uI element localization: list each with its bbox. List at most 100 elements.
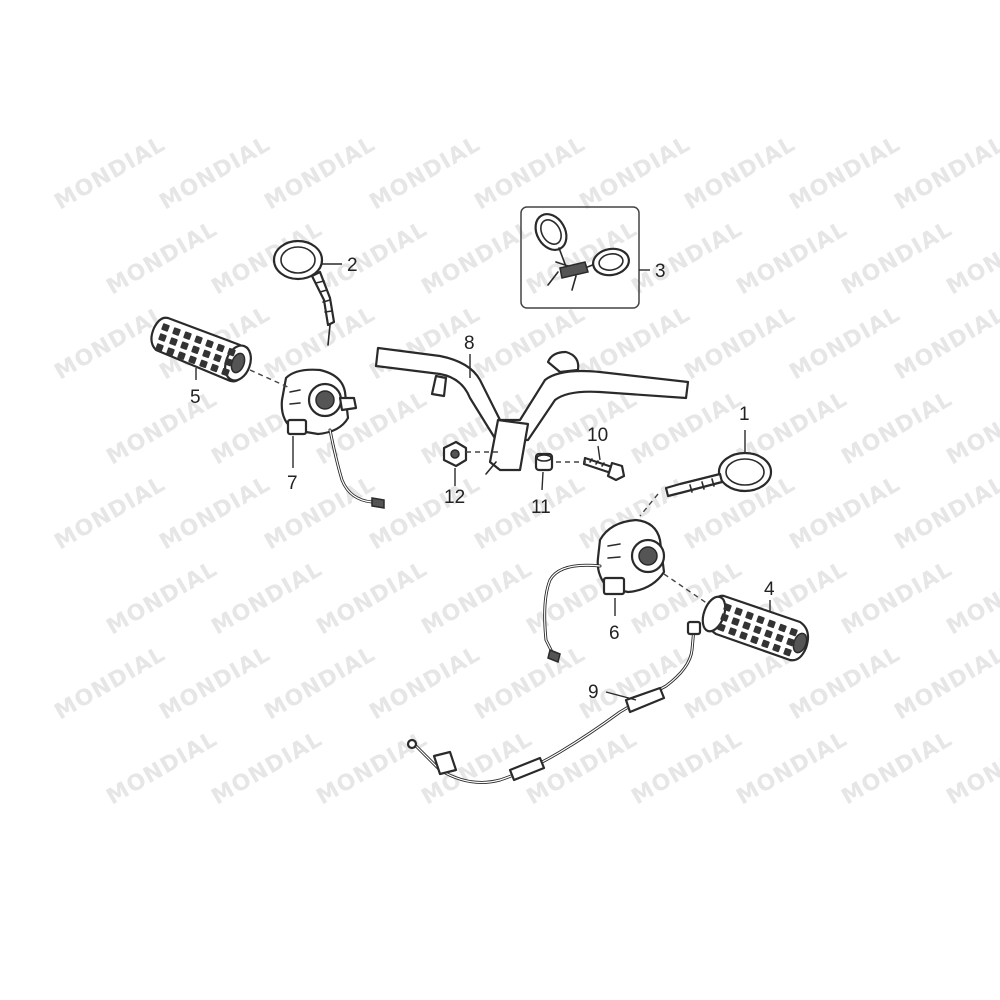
- part-right-switch: [543, 518, 666, 664]
- part-bolt: [582, 456, 626, 482]
- watermark-text: MONDIAL: [471, 642, 590, 725]
- watermark-text: MONDIAL: [838, 557, 957, 640]
- grip-texture-cell: [764, 629, 773, 639]
- part-right-mirror: [664, 451, 773, 498]
- watermark-text: MONDIAL: [51, 642, 170, 725]
- grip-texture-cell: [778, 623, 787, 633]
- watermark-text: MONDIAL: [51, 472, 170, 555]
- grip-texture-cell: [213, 353, 222, 363]
- part-spacer: [534, 452, 554, 472]
- watermark-text: MONDIAL: [628, 217, 747, 300]
- watermark-text: MONDIAL: [838, 387, 957, 470]
- watermark-text: MONDIAL: [366, 132, 485, 215]
- watermark-text: MONDIAL: [891, 472, 1000, 555]
- grip-texture-cell: [183, 331, 192, 340]
- grip-texture-cell: [717, 623, 726, 632]
- callout-7: 7: [287, 473, 298, 494]
- watermark-text: MONDIAL: [786, 472, 905, 555]
- grip-texture-cell: [166, 347, 175, 356]
- grip-texture-cell: [720, 613, 729, 622]
- grip-texture-cell: [194, 335, 203, 345]
- part-nut: [442, 440, 468, 468]
- callout-10: 10: [587, 425, 608, 446]
- assembly-lines: [249, 369, 709, 605]
- watermark-text: MONDIAL: [628, 727, 747, 810]
- callout-12: 12: [444, 487, 465, 508]
- watermark-text: MONDIAL: [103, 217, 222, 300]
- watermark-text: MONDIAL: [733, 217, 852, 300]
- grip-texture-cell: [227, 347, 236, 357]
- grip-texture-cell: [161, 323, 170, 332]
- watermark-text: MONDIAL: [261, 472, 380, 555]
- grip-texture-cell: [767, 619, 776, 629]
- grip-texture-cell: [216, 343, 225, 353]
- callout-1: 1: [739, 404, 750, 425]
- grip-texture-cell: [783, 647, 792, 657]
- watermark-text: MONDIAL: [786, 132, 905, 215]
- watermark-text: MONDIAL: [891, 132, 1000, 215]
- callout-6: 6: [609, 623, 620, 644]
- part-left-mirror: [272, 239, 336, 346]
- watermark-text: MONDIAL: [208, 557, 327, 640]
- callout-8: 8: [464, 333, 475, 354]
- watermark-text: MONDIAL: [838, 217, 957, 300]
- callout-3: 3: [655, 261, 666, 282]
- part-handlebar: [374, 346, 690, 475]
- grip-texture-cell: [188, 355, 197, 365]
- part-mirror-set: [520, 206, 640, 309]
- part-left-switch: [280, 368, 385, 509]
- watermark-text: MONDIAL: [313, 557, 432, 640]
- watermark-text: MONDIAL: [51, 132, 170, 215]
- grip-texture-cell: [761, 639, 770, 649]
- grip-texture-cell: [224, 357, 233, 367]
- callouts: 1 2 3 4 5 6 7 8 9 10 11 12: [190, 255, 775, 703]
- grip-texture-cell: [756, 615, 765, 625]
- grip-texture-cell: [731, 617, 740, 626]
- grip-texture-cell: [180, 341, 189, 350]
- part-right-grip: [701, 594, 810, 662]
- grip-texture-cell: [786, 637, 795, 647]
- watermark-text: MONDIAL: [156, 642, 275, 725]
- watermark-text: MONDIAL: [261, 642, 380, 725]
- grip-texture-cell: [772, 643, 781, 653]
- grip-texture-cell: [210, 363, 219, 373]
- grip-texture-cell: [734, 607, 743, 616]
- watermark-text: MONDIAL: [471, 132, 590, 215]
- watermark-layer: MONDIALMONDIALMONDIALMONDIALMONDIALMONDI…: [51, 132, 1000, 810]
- grip-texture-cell: [742, 621, 751, 630]
- grip-texture-cell: [753, 625, 762, 635]
- grip-texture-cell: [789, 627, 798, 637]
- grip-texture-cell: [172, 327, 181, 336]
- grip-texture-cell: [202, 349, 211, 359]
- grip-texture-cell: [199, 359, 208, 369]
- grip-texture-cell: [723, 603, 732, 612]
- watermark-text: MONDIAL: [366, 472, 485, 555]
- grip-texture-cell: [169, 337, 178, 346]
- leader-lines: [195, 263, 771, 701]
- grip-texture-cell: [750, 635, 759, 645]
- watermark-text: MONDIAL: [103, 557, 222, 640]
- grip-texture-cell: [728, 627, 737, 636]
- watermark-text: MONDIAL: [681, 132, 800, 215]
- watermark-text: MONDIAL: [838, 727, 957, 810]
- grip-texture-cell: [775, 633, 784, 643]
- watermark-text: MONDIAL: [103, 727, 222, 810]
- callout-5: 5: [190, 387, 201, 408]
- grip-texture-cell: [158, 333, 167, 342]
- grip-texture-cell: [191, 345, 200, 355]
- watermark-text: MONDIAL: [208, 727, 327, 810]
- watermark-text: MONDIAL: [261, 132, 380, 215]
- watermark-text: MONDIAL: [786, 302, 905, 385]
- callout-4: 4: [764, 579, 775, 600]
- watermark-text: MONDIAL: [891, 302, 1000, 385]
- grip-texture-cell: [221, 367, 230, 377]
- watermark-text: MONDIAL: [313, 727, 432, 810]
- watermark-text: MONDIAL: [681, 302, 800, 385]
- grip-texture-cell: [155, 343, 164, 352]
- callout-2: 2: [347, 255, 358, 276]
- grip-texture-cell: [205, 339, 214, 349]
- grip-texture-cell: [739, 631, 748, 640]
- watermark-text: MONDIAL: [366, 642, 485, 725]
- watermark-text: MONDIAL: [156, 472, 275, 555]
